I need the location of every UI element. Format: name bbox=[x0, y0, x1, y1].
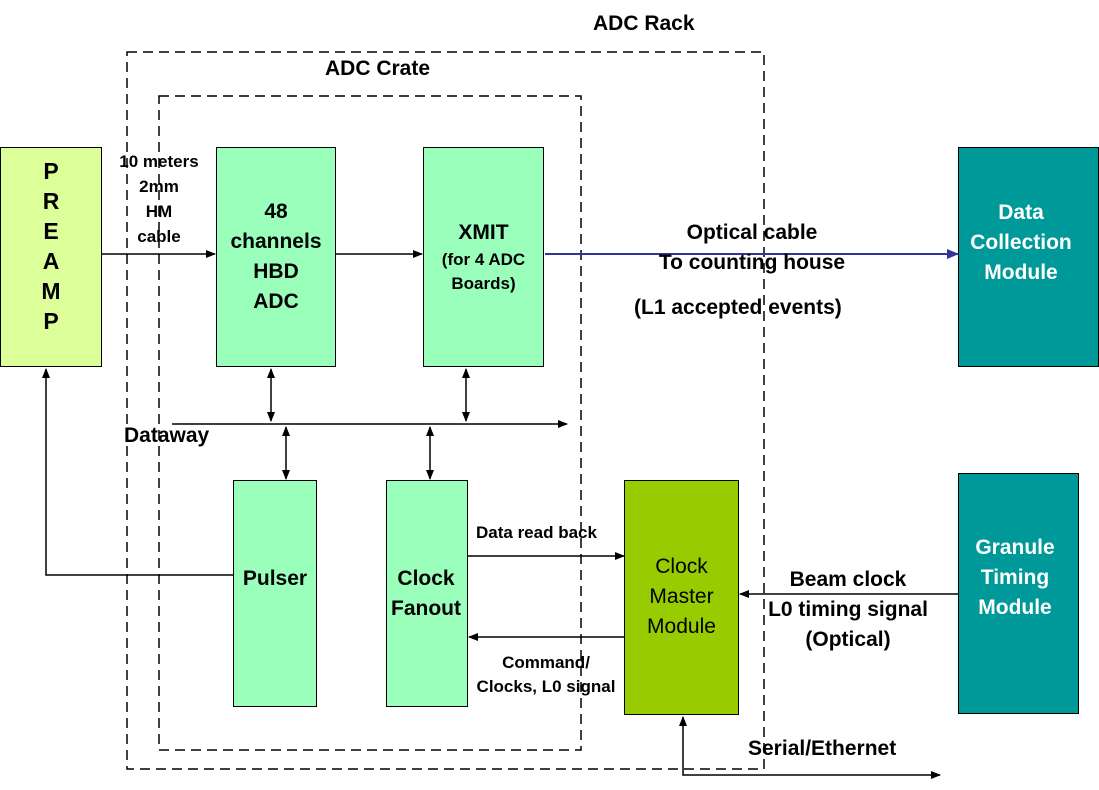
xmit-subtitle: (for 4 ADC Boards) bbox=[423, 248, 544, 296]
command-label: Command/ Clocks, L0 signal bbox=[458, 651, 634, 699]
cm-line: Master bbox=[649, 585, 714, 608]
serial-ethernet-label: Serial/Ethernet bbox=[748, 737, 897, 760]
adc-rack-title: ADC Rack bbox=[593, 12, 695, 35]
preamp-letter: E bbox=[43, 218, 59, 244]
dc-line: Module bbox=[984, 261, 1058, 284]
pulser-label: Pulser bbox=[242, 567, 308, 590]
command-line: Command/ bbox=[502, 653, 590, 672]
pulser-to-preamp-arrow bbox=[42, 368, 233, 576]
cable-line: HM bbox=[145, 202, 173, 221]
clock-fanout-block bbox=[386, 480, 468, 707]
cm-line: Module bbox=[647, 615, 716, 638]
beam-line: L0 timing signal bbox=[768, 598, 928, 621]
l1-events-label: (L1 accepted events) bbox=[634, 296, 842, 319]
preamp-label: P R E A M P bbox=[1, 156, 101, 336]
adc-crate-boundary bbox=[158, 95, 582, 751]
beam-line: (Optical) bbox=[805, 628, 891, 651]
serial-ethernet-arrow bbox=[679, 716, 941, 779]
gt-line: Timing bbox=[980, 566, 1050, 589]
data-collection-block bbox=[958, 147, 1099, 367]
dataway-label: Dataway bbox=[124, 424, 210, 447]
preamp-letter: P bbox=[43, 158, 59, 184]
adc-line: HBD bbox=[253, 260, 299, 283]
clock-master-block bbox=[624, 480, 739, 715]
data-read-back-label: Data read back bbox=[476, 523, 597, 542]
granule-timing-label: Granule Timing Module bbox=[950, 533, 1080, 623]
adc-line: 48 bbox=[264, 200, 288, 223]
optical-line: To counting house bbox=[658, 251, 846, 274]
adc-rack-boundary bbox=[126, 51, 765, 770]
cable-line: 10 meters bbox=[119, 152, 199, 171]
optical-cable-label: Optical cable To counting house bbox=[632, 218, 872, 278]
cm-line: Clock bbox=[655, 555, 708, 578]
cable-label: 10 meters 2mm HM cable bbox=[106, 149, 212, 249]
gt-line: Granule bbox=[975, 536, 1055, 559]
cable-line: 2mm bbox=[139, 177, 179, 196]
xmit-sub-line: (for 4 ADC bbox=[441, 250, 526, 269]
preamp-letter: R bbox=[42, 188, 60, 214]
adc-line: channels bbox=[230, 230, 322, 253]
cable-line: cable bbox=[137, 227, 181, 246]
clock-fanout-label: Clock Fanout bbox=[380, 564, 472, 624]
fanout-line: Fanout bbox=[391, 597, 461, 620]
command-line: Clocks, L0 signal bbox=[476, 677, 616, 696]
xmit-title: XMIT bbox=[458, 221, 509, 244]
preamp-letter: A bbox=[42, 248, 60, 274]
hbd-adc-label: 48 channels HBD ADC bbox=[216, 197, 336, 317]
beam-line: Beam clock bbox=[789, 568, 907, 591]
gt-line: Module bbox=[978, 596, 1052, 619]
adc-line: ADC bbox=[253, 290, 299, 313]
optical-line: Optical cable bbox=[686, 221, 818, 244]
adc-crate-title: ADC Crate bbox=[325, 57, 431, 80]
xmit-sub-line: Boards) bbox=[451, 274, 516, 293]
xmit-block bbox=[423, 147, 544, 367]
hbd-adc-block bbox=[216, 147, 336, 367]
fanout-line: Clock bbox=[397, 567, 455, 590]
preamp-letter: P bbox=[43, 308, 59, 334]
dc-line: Data bbox=[998, 201, 1044, 224]
data-collection-label: Data Collection Module bbox=[950, 198, 1092, 288]
granule-timing-block bbox=[958, 473, 1079, 714]
beam-clock-label: Beam clock L0 timing signal (Optical) bbox=[748, 565, 948, 655]
preamp-letter: M bbox=[41, 278, 61, 304]
pulser-block bbox=[233, 480, 317, 707]
preamp-block: P R E A M P bbox=[0, 147, 102, 367]
clock-master-label: Clock Master Module bbox=[624, 552, 739, 642]
dc-line: Collection bbox=[970, 231, 1072, 254]
